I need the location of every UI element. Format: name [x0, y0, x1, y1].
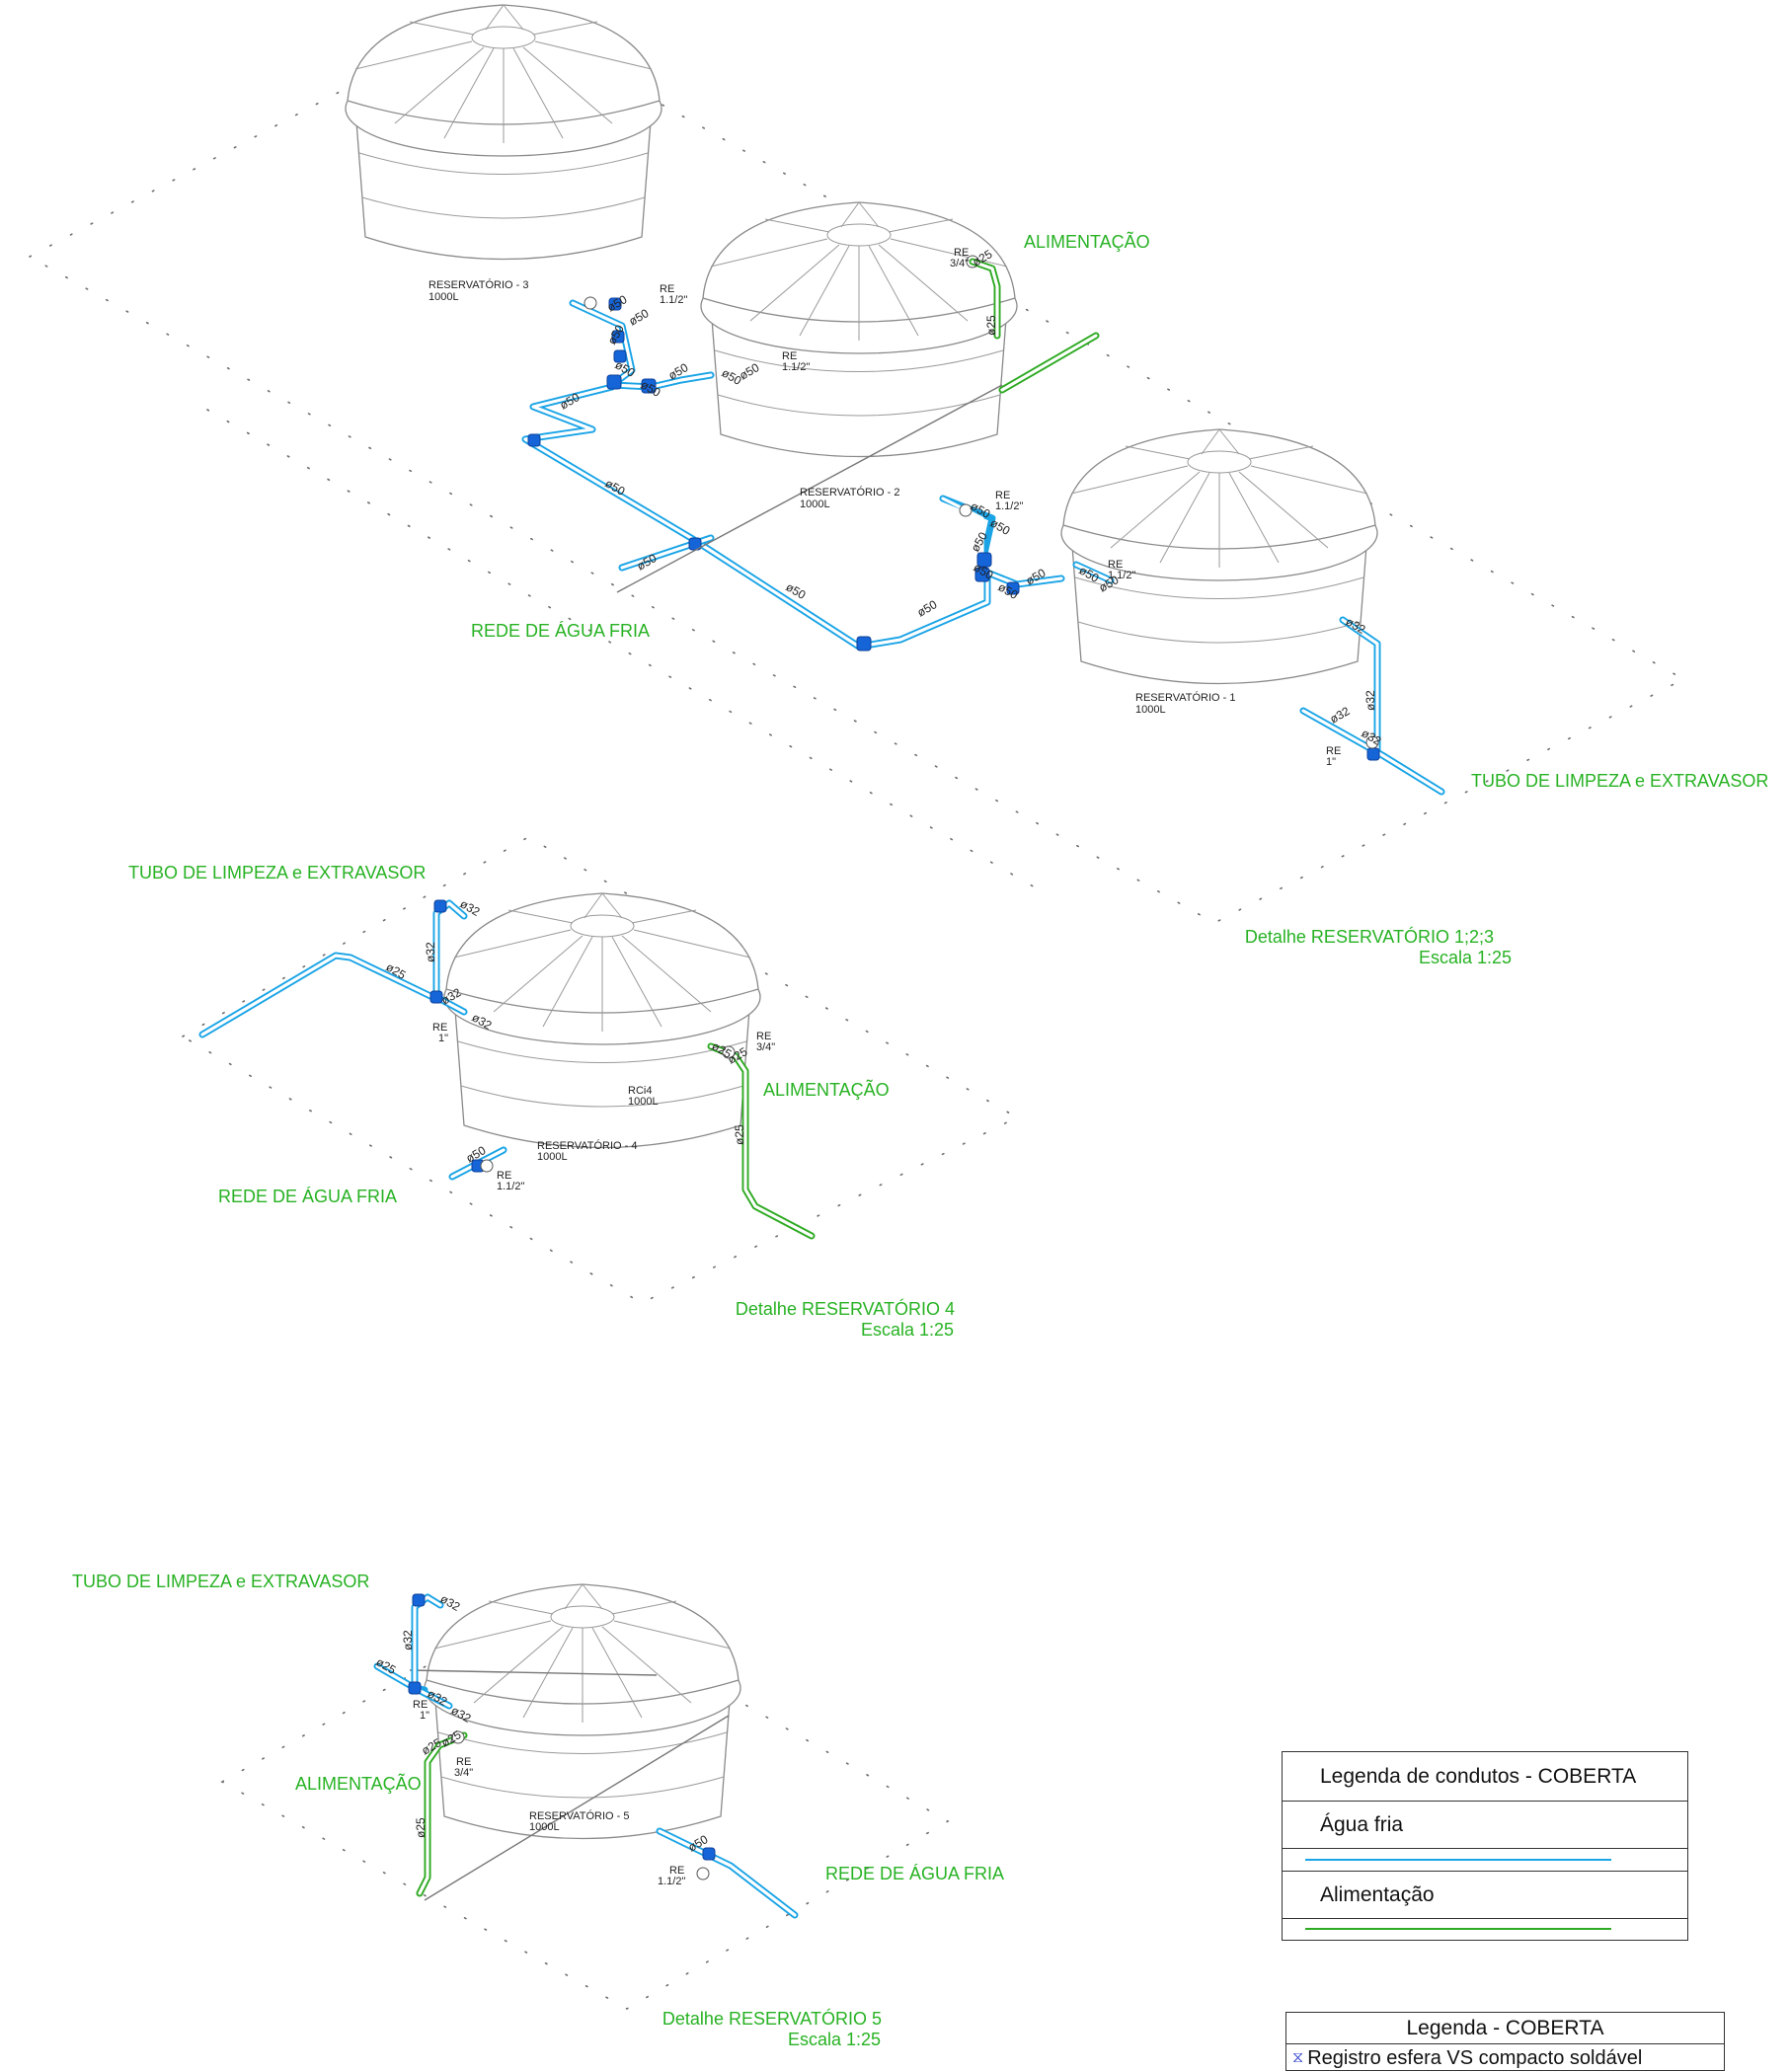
legend-item-cold-water: Água fria	[1283, 1802, 1687, 1849]
label-rede-agua-fria-4: REDE DE ÁGUA FRIA	[218, 1187, 397, 1206]
svg-text:RE: RE	[756, 1031, 771, 1042]
tank4-code-capacity: 1000L	[628, 1096, 659, 1108]
tank1-capacity: 1000L	[1135, 704, 1166, 716]
tank5-name: RESERVATÓRIO - 5	[529, 1809, 629, 1822]
tank2-capacity: 1000L	[800, 499, 830, 510]
legend-coberta-item: ⧖ Registro esfera VS compacto soldável	[1286, 2044, 1724, 2072]
svg-text:ø50: ø50	[972, 560, 996, 582]
svg-text:RE: RE	[456, 1756, 471, 1768]
label-tubo-limpeza-5: TUBO DE LIMPEZA e EXTRAVASOR	[72, 1572, 369, 1591]
svg-text:RE: RE	[782, 350, 797, 362]
fittings-detail-123	[527, 297, 1380, 761]
tank2-name: RESERVATÓRIO - 2	[800, 486, 899, 499]
svg-text:RE: RE	[413, 1699, 428, 1711]
svg-text:1": 1"	[420, 1710, 429, 1722]
label-tubo-limpeza-4: TUBO DE LIMPEZA e EXTRAVASOR	[128, 863, 426, 883]
svg-text:RE: RE	[1108, 559, 1123, 571]
svg-text:3/4": 3/4"	[454, 1767, 473, 1779]
tank4-code: RCi4	[628, 1085, 652, 1097]
svg-text:RE: RE	[660, 283, 674, 295]
legend-coberta: Legenda - COBERTA ⧖ Registro esfera VS c…	[1285, 2012, 1725, 2071]
legend-coberta-title: Legenda - COBERTA	[1286, 2013, 1724, 2044]
label-rede-agua-fria-123: REDE DE ÁGUA FRIA	[471, 621, 650, 641]
svg-text:ø32: ø32	[401, 1630, 415, 1650]
detail-title-123: Detalhe RESERVATÓRIO 1;2;3	[1245, 926, 1494, 947]
tank1-name: RESERVATÓRIO - 1	[1135, 691, 1235, 704]
detail-reservoir-5: RESERVATÓRIO - 5 1000L ø32 ø32 ø25 ø32 ø…	[72, 1572, 1004, 2049]
detail-title-5: Detalhe RESERVATÓRIO 5	[662, 2008, 882, 2029]
detail-scale-5: Escala 1:25	[788, 2030, 881, 2049]
tank-reservoir-1	[1060, 428, 1378, 685]
svg-text:1.1/2": 1.1/2"	[782, 361, 810, 373]
svg-text:1": 1"	[1326, 756, 1336, 768]
legend-coberta-item-label: Registro esfera VS compacto soldável	[1307, 2046, 1643, 2069]
legend-conduits-title: Legenda de condutos - COBERTA	[1283, 1752, 1687, 1802]
tank5-capacity: 1000L	[529, 1821, 560, 1833]
svg-text:1.1/2": 1.1/2"	[660, 294, 687, 306]
legend-swatch-supply	[1283, 1919, 1687, 1939]
svg-text:ø50: ø50	[627, 306, 652, 329]
tank4-capacity: 1000L	[537, 1151, 568, 1163]
svg-text:RE: RE	[995, 490, 1010, 501]
svg-text:RE: RE	[669, 1865, 684, 1877]
svg-text:ø50: ø50	[915, 597, 940, 620]
svg-text:ø50: ø50	[605, 292, 630, 315]
tank-reservoir-3	[345, 4, 662, 261]
label-rede-agua-fria-5: REDE DE ÁGUA FRIA	[825, 1864, 1004, 1883]
tank-reservoir-5	[424, 1583, 741, 1840]
label-alimentacao-5: ALIMENTAÇÃO	[295, 1773, 422, 1794]
svg-text:1.1/2": 1.1/2"	[658, 1876, 685, 1887]
label-tubo-limpeza-123: TUBO DE LIMPEZA e EXTRAVASOR	[1471, 771, 1768, 791]
svg-text:1.1/2": 1.1/2"	[995, 500, 1023, 512]
svg-text:ø32: ø32	[424, 942, 437, 962]
svg-text:1": 1"	[438, 1033, 448, 1044]
svg-text:RE: RE	[497, 1170, 511, 1182]
legend-conduits: Legenda de condutos - COBERTA Água fria …	[1282, 1751, 1688, 1941]
detail-scale-123: Escala 1:25	[1419, 948, 1512, 967]
svg-text:ø25: ø25	[414, 1817, 428, 1838]
valve-labels-123: RE 1.1/2" RE 1.1/2" RE 3/4" RE 1.1/2" RE…	[660, 247, 1341, 768]
detail-scale-4: Escala 1:25	[861, 1320, 954, 1340]
ball-valve-icon: ⧖	[1292, 2049, 1304, 2066]
svg-text:ø25: ø25	[733, 1124, 746, 1145]
tank4-name: RESERVATÓRIO - 4	[537, 1139, 637, 1152]
legend-item-supply: Alimentação	[1283, 1872, 1687, 1919]
svg-text:1.1/2": 1.1/2"	[497, 1181, 524, 1192]
svg-text:3/4": 3/4"	[756, 1041, 775, 1053]
label-alimentacao-4: ALIMENTAÇÃO	[763, 1079, 890, 1100]
svg-text:ø32: ø32	[438, 1591, 463, 1614]
svg-text:1.1/2": 1.1/2"	[1108, 570, 1135, 581]
detail-reservoir-123: RESERVATÓRIO - 3 1000L RESERVATÓRIO - 2 …	[28, 4, 1768, 967]
svg-text:ø32: ø32	[1363, 690, 1377, 711]
svg-text:RE: RE	[432, 1022, 447, 1034]
tank-reservoir-2	[700, 201, 1018, 458]
tank3-name: RESERVATÓRIO - 3	[428, 278, 528, 291]
svg-text:RE: RE	[954, 247, 969, 259]
svg-text:3/4": 3/4"	[950, 258, 969, 269]
svg-text:ø25: ø25	[984, 315, 998, 336]
tank3-capacity: 1000L	[428, 291, 459, 303]
svg-text:RE: RE	[1326, 745, 1341, 757]
detail-reservoir-4: RCi4 1000L RESERVATÓRIO - 4 1000L ø32 ø3…	[128, 836, 1019, 1340]
overflow-pipe-4	[198, 899, 468, 1038]
detail-title-4: Detalhe RESERVATÓRIO 4	[736, 1298, 955, 1319]
legend-swatch-cold-water	[1283, 1849, 1687, 1872]
label-alimentacao-123: ALIMENTAÇÃO	[1024, 231, 1150, 252]
